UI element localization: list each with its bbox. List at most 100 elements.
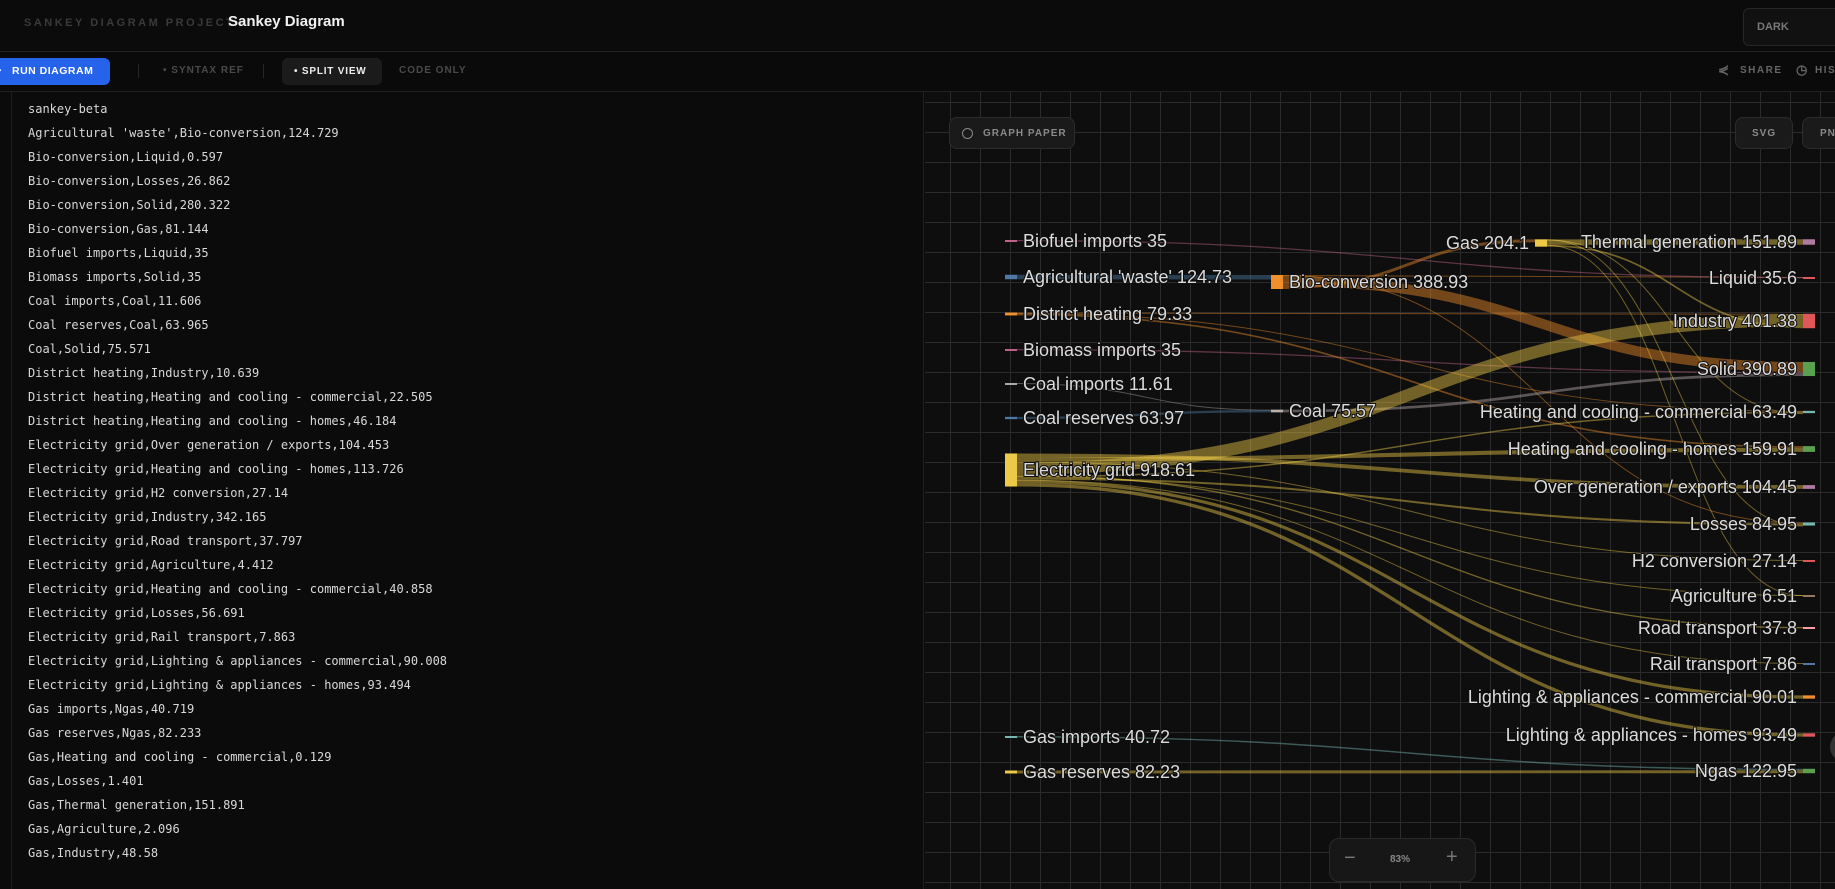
code-line: District heating,Industry,10.639 — [28, 366, 260, 380]
sankey-node — [1803, 560, 1815, 562]
sankey-link — [1016, 474, 1804, 629]
sankey-node — [1803, 446, 1815, 452]
sankey-node-label: Ngas 122.95 — [1695, 761, 1797, 781]
sankey-node — [1005, 736, 1017, 738]
sankey-link — [1016, 314, 1804, 475]
floating-action-button[interactable] — [1830, 732, 1835, 762]
sankey-node-label: Losses 84.95 — [1690, 514, 1797, 534]
code-line: Biofuel imports,Liquid,35 — [28, 246, 209, 260]
code-line: Bio-conversion,Losses,26.862 — [28, 174, 231, 188]
sankey-link — [1016, 483, 1804, 737]
zoom-out-button[interactable]: − — [1344, 847, 1356, 869]
sankey-node — [1803, 277, 1815, 279]
sankey-node-label: Gas 204.1 — [1446, 233, 1529, 253]
sankey-node — [1803, 695, 1815, 699]
sankey-link — [1546, 239, 1804, 415]
code-line: Electricity grid,Over generation / expor… — [28, 438, 390, 452]
sankey-node — [1803, 627, 1815, 629]
sankey-node-label: Coal reserves 63.97 — [1023, 408, 1184, 428]
sankey-node-label: Solid 390.89 — [1697, 359, 1797, 379]
sankey-node — [1803, 768, 1815, 774]
sankey-node — [1803, 485, 1815, 489]
sankey-link — [1016, 312, 1804, 315]
sankey-node-label: Thermal generation 151.89 — [1581, 232, 1797, 252]
code-line: Gas,Industry,48.58 — [28, 846, 159, 860]
code-line: Gas,Agriculture,2.096 — [28, 822, 180, 836]
page-title: Sankey Diagram — [228, 13, 345, 30]
sankey-node-label: Over generation / exports 104.45 — [1534, 477, 1797, 497]
code-line: Electricity grid,Lighting & appliances -… — [28, 654, 448, 668]
sankey-link — [1016, 240, 1804, 279]
toolbar: ⟳RUN DIAGRAM • SYNTAX REF • SPLIT VIEW C… — [0, 52, 1835, 92]
sankey-node — [1005, 349, 1017, 351]
breadcrumb-project[interactable]: SANKEY DIAGRAM PROJECT / — [24, 17, 247, 29]
sankey-node — [1803, 410, 1815, 414]
run-diagram-button[interactable]: ⟳RUN DIAGRAM — [0, 58, 110, 85]
sankey-node — [1803, 313, 1815, 329]
sankey-link — [1282, 239, 1536, 290]
sankey-node-label: Agricultural 'waste' 124.73 — [1023, 267, 1232, 287]
sankey-node-label: Coal 75.57 — [1289, 401, 1376, 421]
sankey-node — [1803, 733, 1815, 737]
sankey-node — [1803, 595, 1815, 597]
code-line: Electricity grid,Lighting & appliances -… — [28, 678, 411, 692]
refresh-icon: ⟳ — [0, 65, 2, 78]
sankey-link — [1016, 479, 1804, 699]
sankey-node-label: Agriculture 6.51 — [1671, 586, 1797, 606]
sankey-link — [1016, 736, 1804, 771]
sankey-node-label: Road transport 37.8 — [1638, 618, 1797, 638]
code-line: Electricity grid,Rail transport,7.863 — [28, 630, 296, 644]
editor-gutter — [11, 92, 12, 889]
split-view-tab[interactable]: • SPLIT VIEW — [282, 58, 382, 85]
code-line: Gas,Thermal generation,151.891 — [28, 798, 245, 812]
graph-paper-toggle[interactable]: GRAPH PAPER — [949, 117, 1075, 149]
export-png-button[interactable]: PN — [1802, 117, 1835, 149]
sankey-link — [1016, 411, 1804, 478]
sankey-node — [1005, 240, 1017, 242]
sankey-node-label: Liquid 35.6 — [1709, 268, 1797, 288]
export-svg-button[interactable]: SVG — [1735, 117, 1793, 149]
sankey-node-label: Gas reserves 82.23 — [1023, 762, 1180, 782]
sankey-link — [1546, 244, 1804, 329]
code-line: Bio-conversion,Liquid,0.597 — [28, 150, 224, 164]
sankey-node — [1005, 453, 1017, 487]
zoom-in-button[interactable]: + — [1446, 846, 1458, 868]
code-line: Gas,Heating and cooling - commercial,0.1… — [28, 750, 332, 764]
sankey-link — [1546, 244, 1804, 597]
divider — [263, 64, 264, 78]
share-icon: ⋞ — [1718, 62, 1731, 77]
sankey-node-label: District heating 79.33 — [1023, 304, 1192, 324]
sankey-node-label: Bio-conversion 388.93 — [1289, 272, 1468, 292]
sankey-node — [1803, 361, 1815, 377]
sankey-node-label: Electricity grid 918.61 — [1023, 460, 1195, 480]
sankey-node — [1803, 239, 1815, 245]
code-line: Gas reserves,Ngas,82.233 — [28, 726, 202, 740]
sankey-node-label: Industry 401.38 — [1673, 311, 1797, 331]
sankey-link — [1546, 239, 1804, 527]
history-button[interactable]: HIS — [1815, 65, 1835, 76]
clock-icon: ◷ — [1796, 62, 1809, 77]
sankey-link — [1282, 275, 1804, 373]
sankey-node-label: Lighting & appliances - commercial 90.01 — [1468, 687, 1797, 707]
sankey-node — [1803, 663, 1815, 665]
code-only-tab[interactable]: CODE ONLY — [399, 65, 467, 76]
zoom-level: 83% — [1390, 854, 1411, 865]
code-line: District heating,Heating and cooling - h… — [28, 414, 397, 428]
sankey-node-label: Biomass imports 35 — [1023, 340, 1181, 360]
sankey-node-label: Coal imports 11.61 — [1023, 374, 1173, 394]
sankey-node — [1535, 239, 1547, 247]
sankey-node-label: Lighting & appliances - homes 93.49 — [1506, 725, 1797, 745]
sankey-node — [1271, 274, 1283, 290]
sankey-link — [1016, 383, 1272, 411]
sankey-node — [1005, 383, 1017, 385]
sankey-link — [1016, 475, 1804, 596]
code-line: Coal imports,Coal,11.606 — [28, 294, 202, 308]
syntax-ref-tab[interactable]: • SYNTAX REF — [163, 65, 244, 76]
share-button[interactable]: SHARE — [1740, 65, 1783, 76]
sankey-node — [1271, 409, 1283, 413]
theme-select[interactable]: DARK — [1743, 8, 1835, 46]
sankey-link — [1016, 349, 1804, 374]
